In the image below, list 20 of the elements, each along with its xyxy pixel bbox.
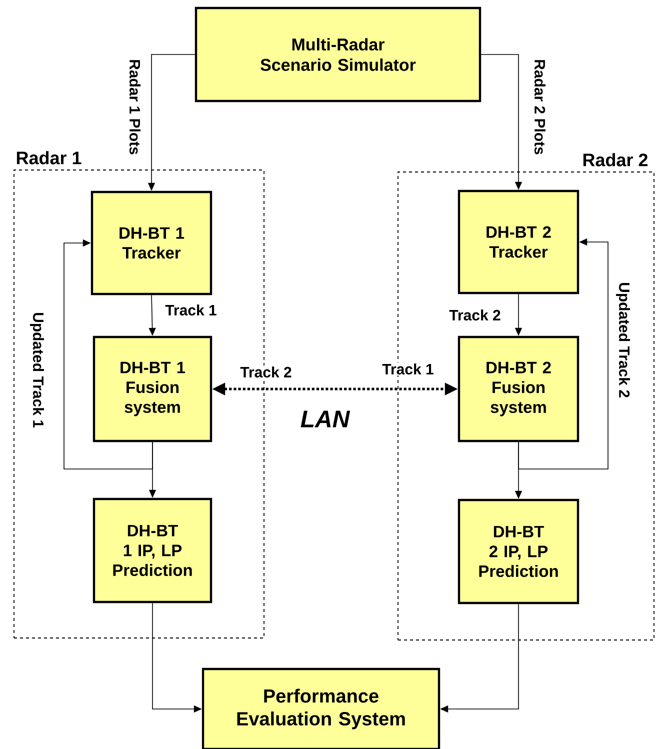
process-box: DH-BT 2 Tracker xyxy=(458,190,580,294)
process-box: DH-BT 1 Fusion system xyxy=(92,336,212,442)
group-heading: Radar 2 xyxy=(583,153,648,166)
group-heading: Radar 1 xyxy=(16,151,82,164)
edge-label: Track 1 xyxy=(164,304,218,316)
process-box: Multi-Radar Scenario Simulator xyxy=(194,6,482,102)
edge-label: Track 2 xyxy=(448,308,502,322)
edge-label: Updated Track 1 xyxy=(29,311,45,429)
process-box: Performance Evaluation System xyxy=(202,668,440,749)
arrow xyxy=(64,239,153,470)
process-box: DH-BT 1 Tracker xyxy=(90,190,212,296)
process-box: DH-BT 1 IP, LP Prediction xyxy=(92,498,212,604)
process-box: DH-BT 2 IP, LP Prediction xyxy=(458,498,580,604)
edge-label: Radar 1 Plots xyxy=(128,58,142,156)
process-box: DH-BT 2 Fusion system xyxy=(458,336,580,442)
edge-label: Updated Track 2 xyxy=(615,281,631,399)
track-label: Track 1 xyxy=(381,362,435,376)
edge-label: Radar 2 Plots xyxy=(534,58,547,156)
network-label: LAN xyxy=(299,410,351,428)
edge-label: Track 2 xyxy=(239,366,293,379)
